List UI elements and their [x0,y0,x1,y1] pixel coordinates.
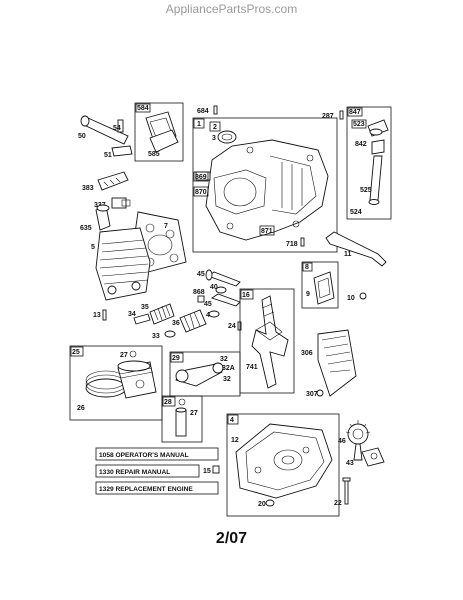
label-54: 54 [113,125,121,132]
label-741: 741 [246,364,258,371]
label-8: 8 [305,264,309,271]
oil-fill-tube [369,155,383,201]
box-4-sump [226,413,340,517]
piston-rings [85,378,127,398]
label-2: 2 [213,124,217,131]
label-29: 29 [172,355,180,362]
box-16-crankshaft [239,288,295,394]
label-869: 869 [195,174,207,181]
label-871: 871 [261,228,273,235]
label-5: 5 [91,244,95,251]
label-868: 868 [193,289,205,296]
wrist-pin [175,409,187,437]
label-870: 870 [195,189,207,196]
box-584 [134,102,184,162]
label-43: 43 [346,460,354,467]
label-11: 11 [344,251,352,258]
sump-cover [235,423,333,499]
box-28-wrist-pin [161,395,203,443]
label-50: 50 [78,133,86,140]
label-847: 847 [349,109,361,116]
governor-gear [361,447,385,467]
manual-box-2 [95,464,200,478]
label-524: 524 [350,209,362,216]
label-585: 585 [148,151,160,158]
breather-gasket [149,129,179,153]
label-842: 842 [355,141,367,148]
valve-exhaust [210,293,241,307]
label-10: 10 [347,295,355,302]
manuals-list: 1058 OPERATOR'S MANUAL 1330 REPAIR MANUA… [95,447,219,495]
page-code: 2/07 [215,530,248,547]
label-9: 9 [306,291,310,298]
crankshaft [251,295,289,389]
box-25-piston [69,345,163,421]
label-307: 307 [306,391,318,398]
label-27a: 27 [120,352,128,359]
box-1-cylinder-block [192,117,338,253]
manual-item: 1329 REPLACEMENT ENGINE [99,486,193,493]
label-32a: 32A [222,365,235,372]
box-8 [301,261,339,309]
label-32b: 32 [223,376,231,383]
tube-clip [117,119,124,133]
manual-item: 1330 REPAIR MANUAL [99,469,170,476]
label-684: 684 [197,108,209,115]
cam-gear [347,423,369,445]
label-46: 46 [338,438,346,445]
label-12: 12 [231,437,239,444]
spark-plug [111,197,127,209]
label-3: 3 [212,135,216,142]
label-13: 13 [93,312,101,319]
label-7: 7 [164,223,168,230]
label-51: 51 [104,152,112,159]
manual-box-1 [95,447,219,461]
cylinder-block [205,139,329,241]
label-27b: 27 [190,410,198,417]
label-33: 33 [152,333,160,340]
site-watermark: AppliancePartsPros.com [165,2,298,16]
sump-bolt [344,479,349,505]
governor-plate [313,271,335,305]
label-4: 4 [230,417,234,424]
label-34: 34 [128,311,136,318]
tube-bracket [111,145,133,157]
spark-plug-boot [97,171,129,191]
label-306: 306 [301,350,313,357]
cylinder-head [95,227,151,301]
label-40a: 40 [210,284,218,291]
label-22: 22 [334,500,342,507]
label-45b: 45 [204,301,212,308]
seal-ring [217,130,237,144]
label-15: 15 [203,468,211,475]
valve-spring-b [179,309,207,333]
label-25: 25 [72,349,80,356]
box-847 [346,106,392,220]
label-45a: 45 [197,271,205,278]
valve-spring-a [149,303,175,325]
dipstick-tube [325,231,387,267]
manual-item: 1058 OPERATOR'S MANUAL [99,452,189,459]
label-32: 32 [220,356,228,363]
label-287: 287 [322,113,334,120]
label-20: 20 [258,501,266,508]
label-718: 718 [286,241,298,248]
label-35: 35 [141,304,149,311]
label-26: 26 [77,405,85,412]
label-24: 24 [228,323,236,330]
label-36: 36 [172,320,180,327]
label-525: 525 [360,187,372,194]
air-guide-shield [317,329,357,397]
label-383: 383 [82,185,94,192]
label-523: 523 [353,121,365,128]
manual-box-3 [95,481,219,495]
label-28: 28 [164,399,172,406]
label-584: 584 [137,105,149,112]
label-635: 635 [80,225,92,232]
label-16: 16 [242,292,250,299]
label-1: 1 [197,121,201,128]
box-29-connecting-rod [169,351,241,397]
